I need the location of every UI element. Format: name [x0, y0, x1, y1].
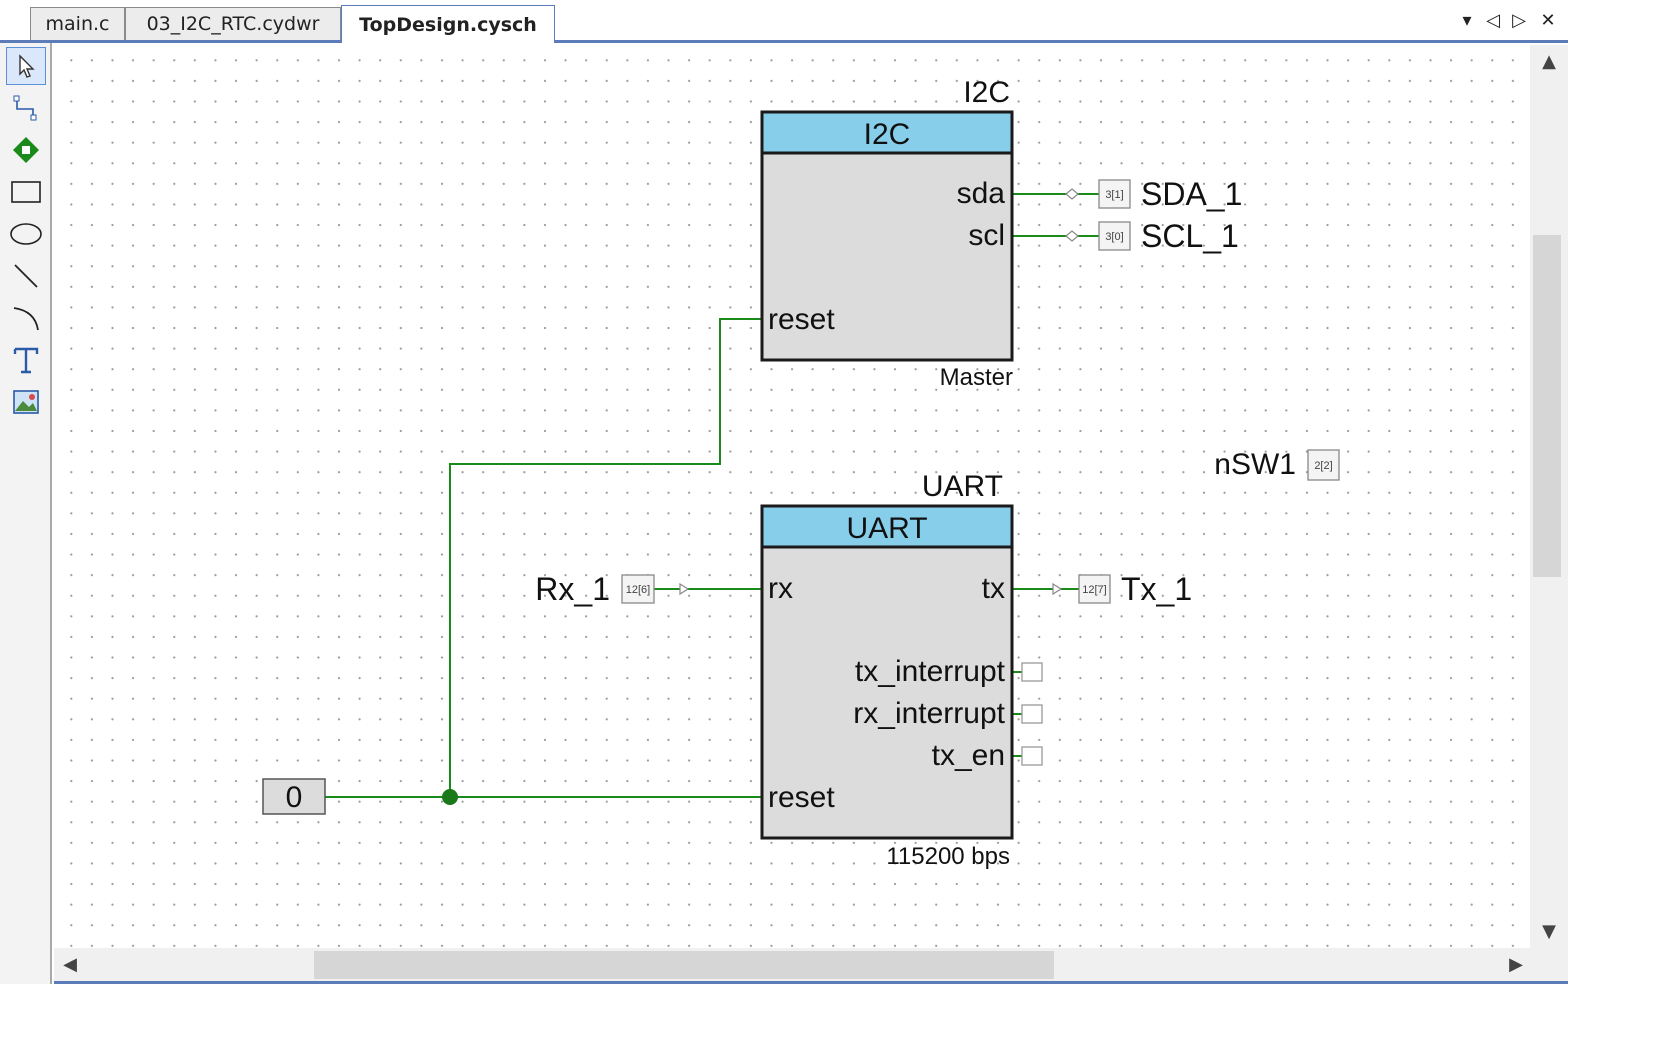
i2c-pin-sda: sda [957, 177, 1006, 210]
uart-footer: 115200 bps [886, 843, 1010, 870]
scroll-left-icon[interactable]: ◀ [63, 954, 77, 975]
line-icon [14, 264, 38, 288]
i2c-header-label: I2C [864, 118, 911, 151]
text-icon [13, 347, 39, 374]
port-nsw1-name: nSW1 [1214, 448, 1296, 481]
port-rx-name: Rx_1 [535, 571, 610, 607]
horizontal-scroll-thumb[interactable] [314, 951, 1054, 979]
component-tool[interactable] [6, 131, 46, 169]
image-icon [13, 390, 39, 414]
port-scl[interactable]: 3[0] SCL_1 [1098, 218, 1239, 254]
uart-pin-tx-en: tx_en [932, 739, 1005, 772]
logic-constant-value: 0 [286, 781, 303, 814]
port-sda[interactable]: 3[1] SDA_1 [1098, 176, 1242, 212]
rx-direction-marker [679, 582, 690, 596]
tab-main-c[interactable]: main.c [30, 7, 125, 40]
wire-tool[interactable] [6, 89, 46, 127]
uart-pin-tx-interrupt: tx_interrupt [855, 655, 1006, 688]
port-tx-name: Tx_1 [1121, 571, 1192, 607]
i2c-footer: Master [940, 364, 1013, 391]
uart-pin-reset: reset [768, 781, 835, 814]
uart-pin-rx-interrupt: rx_interrupt [853, 697, 1005, 730]
bottom-border [54, 981, 1568, 984]
tab-list-dropdown-icon[interactable]: ▾ [1462, 10, 1472, 31]
uart-pin-rx: rx [768, 572, 793, 605]
tab-next-icon[interactable]: ▷ [1512, 10, 1526, 31]
i2c-component[interactable]: I2C I2C sda scl reset Master [760, 76, 1014, 391]
port-sda-pin: 3[1] [1105, 189, 1123, 201]
tx-interrupt-terminal[interactable] [1021, 662, 1043, 682]
horizontal-scrollbar[interactable]: ◀ ▶ [54, 948, 1530, 982]
uart-component[interactable]: UART UART rx tx tx_interrupt rx_interrup… [760, 470, 1043, 870]
uart-header-label: UART [846, 512, 927, 545]
scl-bidir-marker [1065, 230, 1079, 242]
vertical-scrollbar[interactable]: ▲ ▼ [1530, 45, 1568, 948]
tx-en-terminal[interactable] [1021, 746, 1043, 766]
scroll-right-icon[interactable]: ▶ [1509, 954, 1523, 975]
rx-interrupt-terminal[interactable] [1021, 704, 1043, 724]
ellipse-tool[interactable] [6, 215, 46, 253]
vertical-scroll-thumb[interactable] [1533, 235, 1561, 577]
tx-direction-marker [1052, 582, 1063, 596]
pointer-tool[interactable] [6, 47, 46, 85]
arc-icon [13, 307, 39, 331]
i2c-header [760, 110, 1014, 155]
uart-instance-name: UART [922, 470, 1003, 503]
port-tx-pin: 12[7] [1082, 584, 1106, 596]
uart-pin-tx: tx [982, 572, 1005, 605]
scrollbar-corner [1530, 948, 1568, 984]
i2c-instance-name: I2C [963, 76, 1010, 109]
uart-header [760, 504, 1014, 549]
schematic-drawing: I2C I2C sda scl reset Master UART UART r… [262, 76, 1340, 870]
schematic-toolbox [0, 43, 52, 984]
port-sda-name: SDA_1 [1141, 176, 1242, 212]
schematic-canvas[interactable]: I2C I2C sda scl reset Master UART UART r… [54, 45, 1530, 948]
wires [325, 193, 1099, 798]
scroll-down-icon[interactable]: ▼ [1542, 921, 1556, 942]
i2c-pin-scl: scl [968, 219, 1005, 252]
text-tool[interactable] [6, 341, 46, 379]
i2c-pin-reset: reset [768, 303, 835, 336]
wire-reset-net[interactable] [325, 318, 762, 798]
port-scl-name: SCL_1 [1141, 218, 1239, 254]
port-rx-pin: 12[6] [626, 584, 650, 596]
image-tool[interactable] [6, 383, 46, 421]
wire-icon [13, 95, 37, 121]
port-tx[interactable]: 12[7] Tx_1 [1078, 571, 1192, 607]
sda-bidir-marker [1065, 188, 1079, 200]
port-nsw1[interactable]: 2[2] nSW1 [1214, 448, 1340, 481]
wire-junction [442, 789, 458, 805]
port-nsw1-pin: 2[2] [1314, 460, 1332, 472]
document-tab-bar: main.c 03_I2C_RTC.cydwr TopDesign.cysch … [0, 0, 1568, 44]
scroll-up-icon[interactable]: ▲ [1542, 51, 1556, 72]
rectangle-icon [11, 181, 41, 203]
component-icon [13, 137, 39, 163]
rectangle-tool[interactable] [6, 173, 46, 211]
tab-prev-icon[interactable]: ◁ [1486, 10, 1500, 31]
tab-topdesign[interactable]: TopDesign.cysch [341, 5, 555, 43]
pointer-icon [19, 54, 35, 78]
ellipse-icon [10, 223, 42, 245]
port-scl-pin: 3[0] [1105, 231, 1123, 243]
tab-close-icon[interactable]: ✕ [1540, 10, 1556, 31]
tab-bar-baseline [0, 40, 1568, 43]
line-tool[interactable] [6, 257, 46, 295]
port-rx[interactable]: 12[6] Rx_1 [535, 571, 655, 607]
logic-constant[interactable]: 0 [262, 778, 326, 815]
tab-cydwr[interactable]: 03_I2C_RTC.cydwr [125, 7, 341, 40]
arc-tool[interactable] [6, 299, 46, 337]
